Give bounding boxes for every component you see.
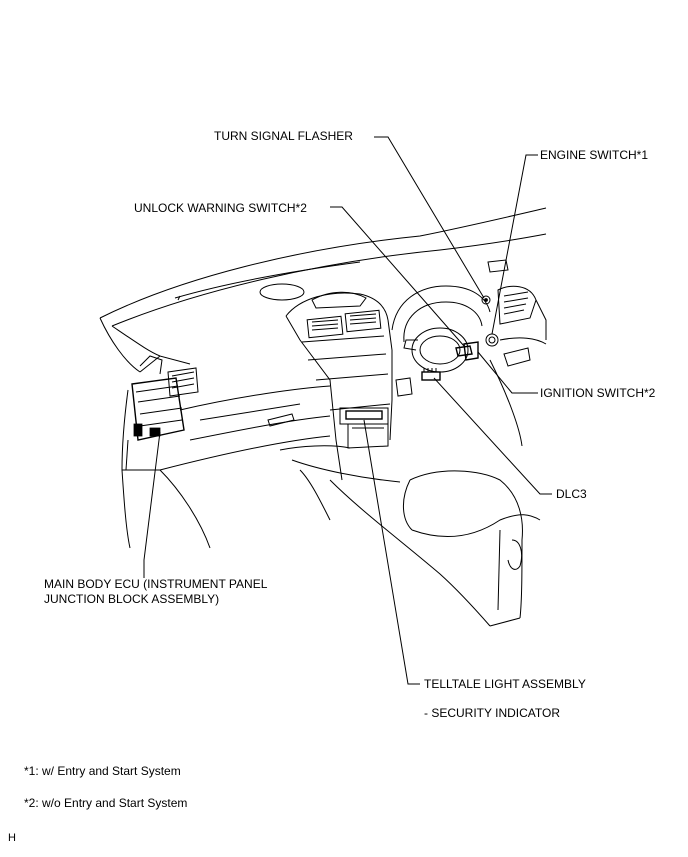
label-telltale-light-assembly: TELLTALE LIGHT ASSEMBLY [424,677,586,691]
label-main-body-ecu-line1: MAIN BODY ECU (INSTRUMENT PANEL [44,577,268,591]
leader-unlock-warning-switch [330,206,465,347]
leader-dlc3 [433,377,552,495]
leader-lines [143,136,552,685]
footnote-2: *2: w/o Entry and Start System [24,796,188,810]
dashboard-drawing [99,207,547,627]
label-security-indicator: - SECURITY INDICATOR [424,706,561,720]
figure-id: H [8,832,16,844]
ecu-junction-block [125,355,199,471]
leader-engine-switch [491,154,538,335]
leader-telltale-light [363,419,420,685]
leader-main-body-ecu [143,431,161,578]
label-main-body-ecu-line2: JUNCTION BLOCK ASSEMBLY) [44,592,220,606]
leader-ignition-switch [477,351,538,394]
label-ignition-switch: IGNITION SWITCH*2 [540,386,656,400]
label-dlc3: DLC3 [556,487,587,501]
leader-turn-signal-flasher [374,136,485,299]
label-engine-switch: ENGINE SWITCH*1 [540,148,649,162]
footnote-1: *1: w/ Entry and Start System [24,764,181,778]
label-turn-signal-flasher: TURN SIGNAL FLASHER [214,129,353,143]
label-unlock-warning-switch: UNLOCK WARNING SWITCH*2 [134,201,307,215]
